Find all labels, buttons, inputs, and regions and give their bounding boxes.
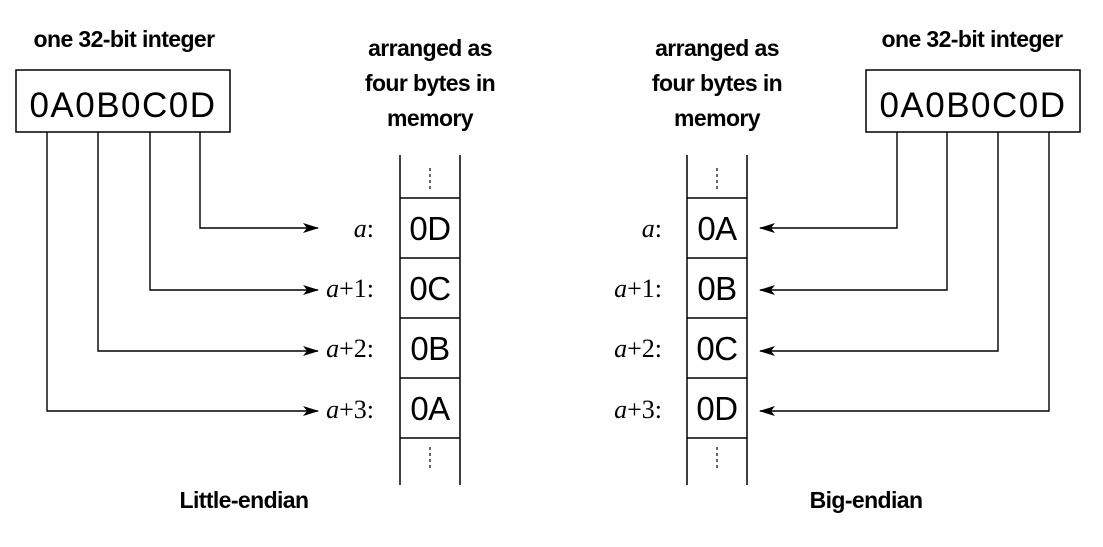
memory-heading-line-1: arranged as bbox=[655, 35, 779, 61]
integer-box bbox=[15, 69, 231, 133]
memory-heading-line-3: memory bbox=[387, 105, 474, 131]
arrow-byte-0A bbox=[46, 132, 319, 416]
arrow-byte-0D bbox=[759, 132, 1050, 416]
byte-value: 0B bbox=[410, 330, 449, 367]
address-label: a+2: bbox=[614, 334, 662, 363]
byte-arrows bbox=[46, 132, 319, 416]
arrow-byte-0A bbox=[759, 132, 898, 233]
arrow-byte-0B bbox=[97, 132, 319, 356]
address-label: a+3: bbox=[614, 395, 662, 424]
memory-heading: arranged as four bytes in memory bbox=[652, 35, 783, 131]
byte-value: 0B bbox=[697, 270, 736, 307]
byte-value: 0C bbox=[409, 270, 450, 307]
integer-heading: one 32-bit integer bbox=[34, 26, 216, 52]
integer-box bbox=[865, 69, 1081, 133]
byte-value: 0D bbox=[696, 390, 737, 427]
memory-heading-line-3: memory bbox=[674, 105, 761, 131]
integer-heading: one 32-bit integer bbox=[882, 26, 1064, 52]
memory-heading-line-2: four bytes in bbox=[652, 70, 782, 96]
arrow-byte-0C bbox=[759, 132, 999, 356]
byte-arrows bbox=[759, 132, 1050, 416]
byte-value: 0A bbox=[410, 390, 450, 427]
memory-cell: a: 0A bbox=[642, 210, 738, 247]
byte-value: 0D bbox=[409, 210, 450, 247]
memory-heading-line-2: four bytes in bbox=[365, 70, 495, 96]
memory-cell: a+1: 0C bbox=[326, 270, 451, 307]
byte-value: 0C bbox=[696, 330, 737, 367]
memory-column bbox=[399, 155, 461, 485]
address-label: a: bbox=[354, 214, 374, 243]
memory-heading-line-1: arranged as bbox=[368, 35, 492, 61]
arrow-byte-0C bbox=[149, 132, 319, 295]
memory-cell: a+3: 0A bbox=[326, 390, 451, 427]
byte-value: 0A bbox=[697, 210, 737, 247]
memory-cell: a+1: 0B bbox=[614, 270, 737, 307]
arrow-byte-0D bbox=[199, 132, 319, 233]
integer-value: 0A0B0C0D bbox=[879, 86, 1066, 125]
memory-cell: a+2: 0B bbox=[326, 330, 450, 367]
memory-heading: arranged as four bytes in memory bbox=[365, 35, 496, 131]
integer-value: 0A0B0C0D bbox=[29, 86, 216, 125]
address-label: a+3: bbox=[326, 395, 374, 424]
memory-cell: a+3: 0D bbox=[614, 390, 738, 427]
memory-cell: a+2: 0C bbox=[614, 330, 738, 367]
memory-column bbox=[686, 155, 748, 485]
little-endian-panel: one 32-bit integer 0A0B0C0D arranged as … bbox=[15, 26, 496, 513]
big-endian-panel: one 32-bit integer 0A0B0C0D arranged as … bbox=[614, 26, 1081, 513]
address-label: a+2: bbox=[326, 334, 374, 363]
address-label: a: bbox=[642, 214, 662, 243]
arrow-byte-0B bbox=[759, 132, 948, 295]
caption-little-endian: Little-endian bbox=[180, 487, 309, 513]
address-label: a+1: bbox=[326, 274, 374, 303]
address-label: a+1: bbox=[614, 274, 662, 303]
memory-cell: a: 0D bbox=[354, 210, 451, 247]
caption-big-endian: Big-endian bbox=[810, 487, 923, 513]
